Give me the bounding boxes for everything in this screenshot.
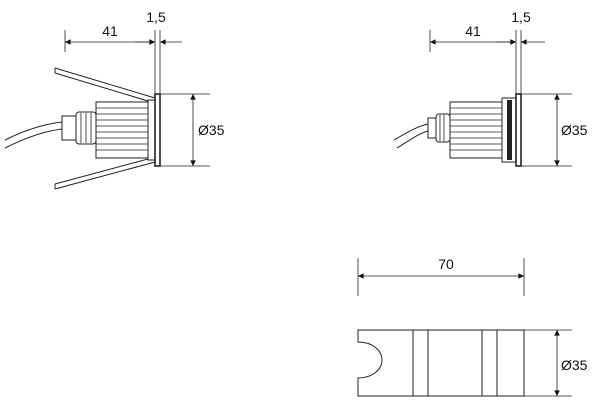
housing-body [147, 99, 156, 161]
flange-label: 1,5 [146, 9, 166, 25]
cable-outline-top [4, 121, 63, 141]
length-label: 41 [102, 23, 118, 39]
sleeve-body [357, 329, 525, 397]
right-view: 41 1,5 Ø35 [393, 9, 588, 167]
bottom-view: 70 Ø35 [357, 256, 588, 397]
diameter-label: Ø35 [198, 122, 225, 138]
cable-gland [61, 115, 77, 141]
heat-sink [449, 101, 503, 159]
spring-clip-bottom [54, 161, 156, 190]
length-label: 70 [438, 256, 454, 272]
left-view: 41 1,5 Ø35 [4, 9, 225, 190]
cable-outline-top [393, 123, 429, 141]
flange [515, 93, 522, 167]
diameter-label: Ø35 [561, 122, 588, 138]
flange-label: 1,5 [511, 9, 531, 25]
spring-clip-top [54, 67, 156, 99]
heat-sink [95, 101, 149, 159]
length-label: 41 [465, 23, 481, 39]
cable-gland [427, 117, 437, 139]
seal-ring [507, 100, 512, 160]
flange [154, 93, 161, 167]
cable-outline-bottom [4, 128, 63, 149]
diameter-label: Ø35 [561, 357, 588, 373]
cable-outline-bottom [396, 130, 429, 149]
